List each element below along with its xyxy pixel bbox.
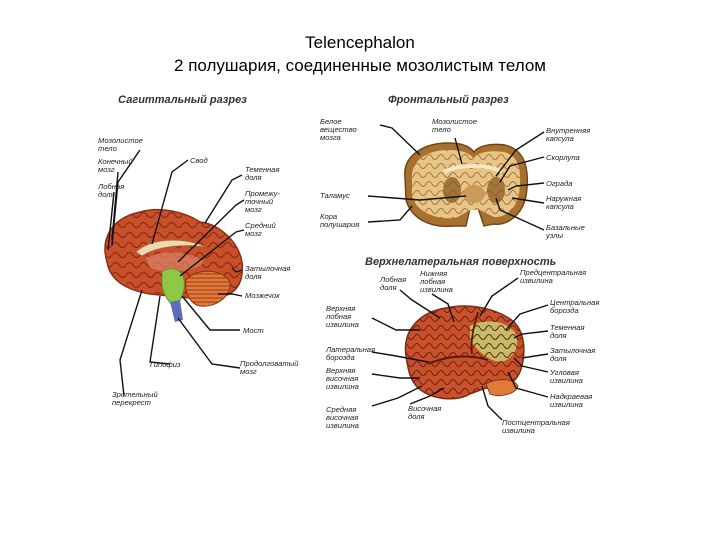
- frontal-label-thalamus: Таламус: [320, 191, 350, 200]
- frontal-corpus-callosum: [443, 164, 503, 174]
- lateral-sulcus-line: [427, 355, 489, 365]
- sagittal-section: Сагиттальный разрез: [97, 94, 299, 407]
- central-sulcus-line: [470, 311, 479, 355]
- frontal-label-lines: [367, 124, 545, 231]
- sagittal-inner-area: [146, 252, 204, 272]
- sagittal-heading: Сагиттальный разрез: [118, 94, 247, 106]
- slide-subtitle: 2 полушария, соединенные мозолистым тело…: [174, 56, 546, 75]
- lateral-cerebellum: [485, 379, 519, 396]
- slide-title: Telencephalon: [305, 33, 415, 52]
- sagittal-label-fornix: Свод: [190, 156, 208, 165]
- sagittal-corpus-callosum: [135, 239, 209, 257]
- frontal-heading: Фронтальный разрез: [388, 94, 509, 106]
- lateral-label-lines: [371, 277, 549, 421]
- sagittal-brain-drawing: [104, 208, 244, 322]
- lateral-section: Верхнелатеральная поверхность: [325, 256, 599, 435]
- sagittal-brainstem: [161, 268, 185, 309]
- sagittal-label-cerebellum: Мозжечок: [245, 291, 280, 300]
- frontal-label-claustrum: Ограда: [546, 179, 573, 188]
- frontal-right-basal-nucleus: [487, 177, 505, 203]
- sagittal-label-pons: Мост: [243, 326, 264, 335]
- sagittal-label-lines: [107, 149, 245, 397]
- lateral-heading: Верхнелатеральная поверхность: [365, 256, 556, 268]
- sagittal-label-pituitary: Гипофиз: [150, 360, 181, 369]
- frontal-thalamus: [463, 185, 485, 203]
- sagittal-medulla: [170, 300, 183, 322]
- frontal-left-basal-nucleus: [443, 177, 461, 203]
- lateral-brain-drawing: [404, 305, 525, 400]
- frontal-label-putamen: Скорлупа: [546, 153, 580, 162]
